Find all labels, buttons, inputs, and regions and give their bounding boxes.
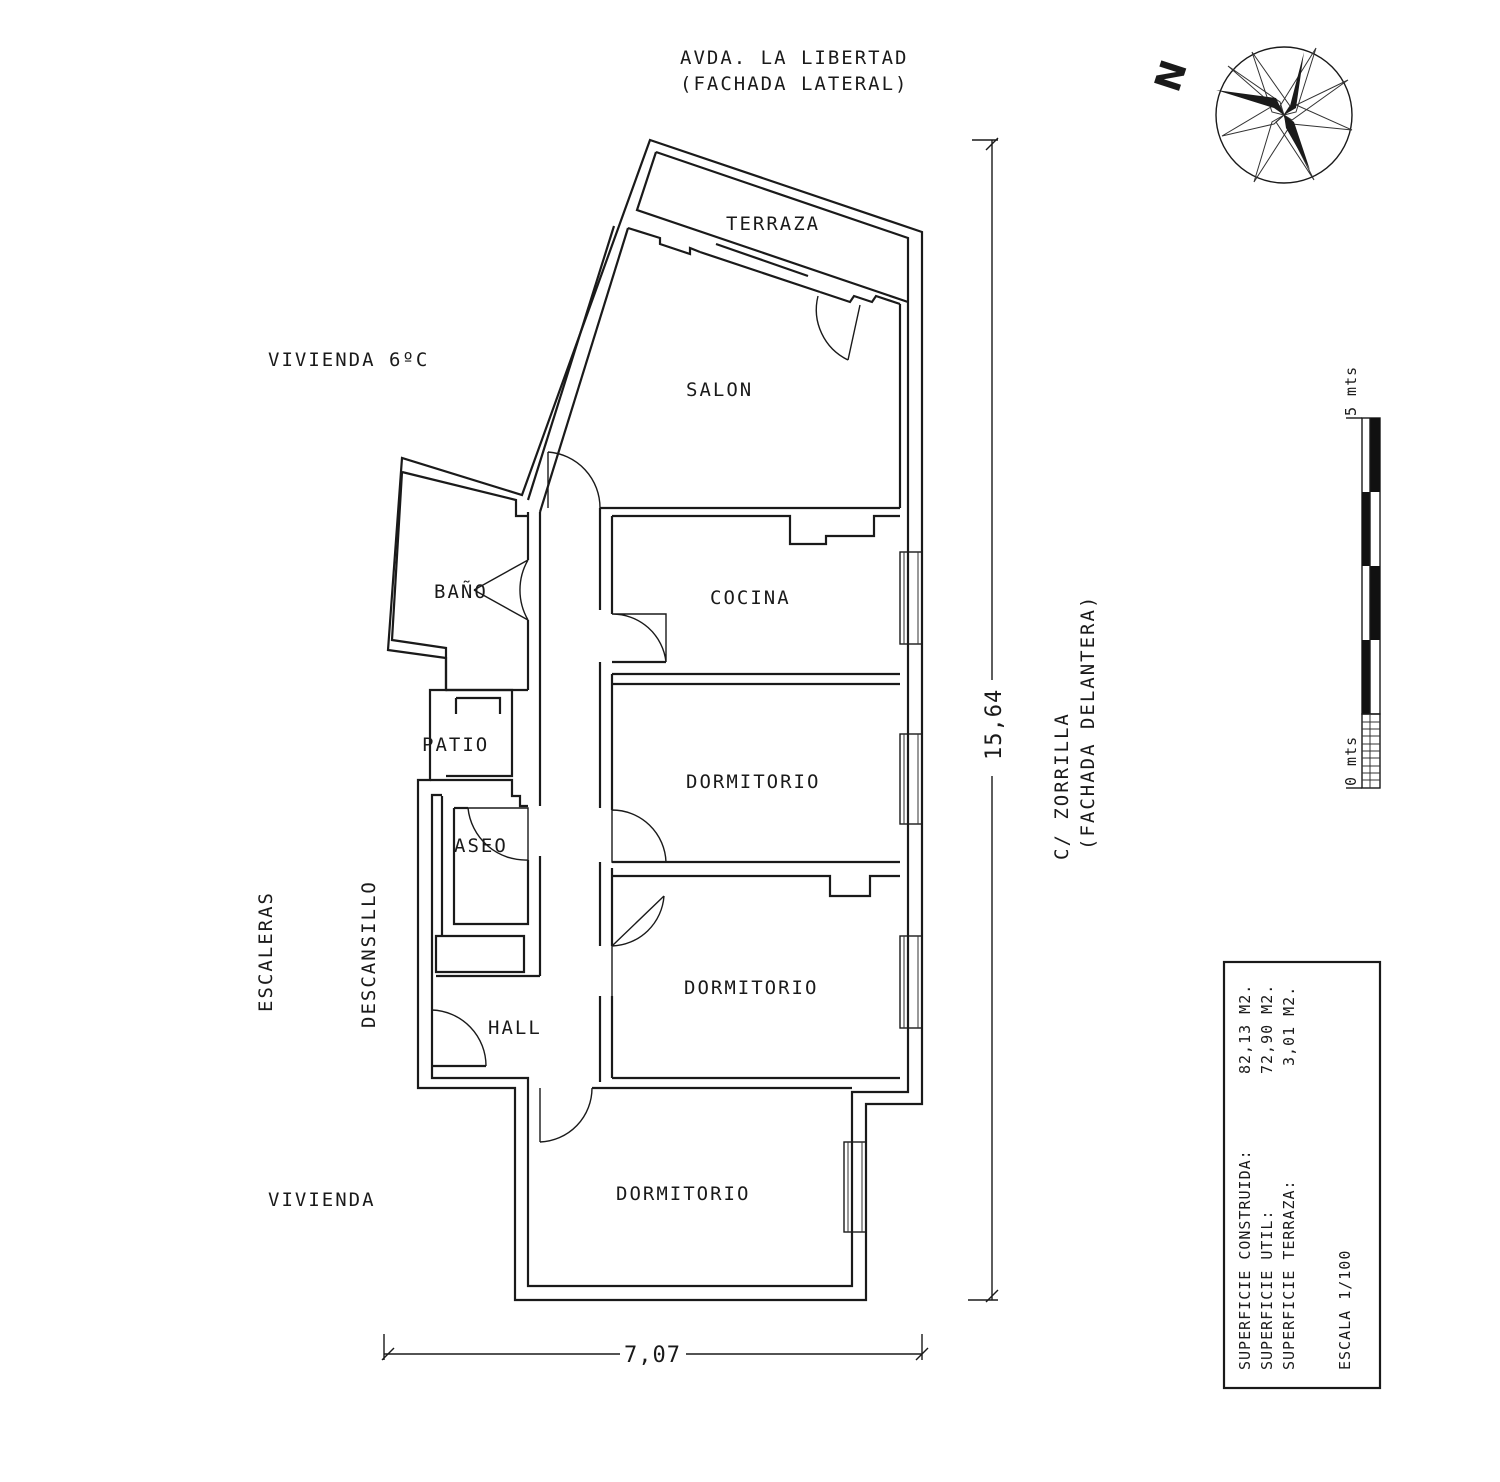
superficie-terraza-label: SUPERFICIE TERRAZA: (1280, 1179, 1298, 1370)
width-dimension-label: 7,07 (624, 1343, 681, 1368)
street-right-line2: (FACHADA DELANTERA) (1077, 595, 1099, 850)
windows (843, 551, 923, 1233)
room-terraza: TERRAZA (726, 213, 820, 235)
door-swings (431, 295, 861, 1143)
scale-bottom-label: 0 mts (1342, 736, 1360, 786)
scale-bar: 5 mts 0 mts (1342, 366, 1381, 789)
height-dimension: 15,64 (968, 137, 1007, 1303)
info-box: SUPERFICIE CONSTRUIDA: 82,13 M2. SUPERFI… (1222, 960, 1382, 1390)
superficie-terraza-value: 3,01 M2. (1280, 986, 1298, 1066)
room-cocina: COCINA (710, 587, 791, 609)
street-top-line2: (FACHADA LATERAL) (680, 73, 908, 95)
outer-walls (386, 138, 924, 1302)
room-hall: HALL (488, 1017, 542, 1039)
landing-label: DESCANSILLO (358, 880, 380, 1028)
superficie-util-label: SUPERFICIE UTIL: (1258, 1210, 1276, 1371)
room-dormitorio-2: DORMITORIO (684, 977, 818, 999)
room-patio: PATIO (422, 734, 489, 756)
height-dimension-label: 15,64 (982, 689, 1007, 760)
escala-label: ESCALA 1/100 (1336, 1250, 1354, 1370)
room-bano: BAÑO (434, 580, 488, 603)
scale-top-label: 5 mts (1342, 366, 1360, 416)
compass-rose-icon: N (1148, 46, 1353, 184)
superficie-util-value: 72,90 M2. (1258, 984, 1276, 1074)
interior-walls (390, 470, 900, 1090)
street-right-line1: C/ ZORRILLA (1051, 712, 1073, 860)
room-dormitorio-3: DORMITORIO (616, 1183, 750, 1205)
room-aseo: ASEO (454, 835, 508, 857)
room-labels: TERRAZA SALON BAÑO COCINA PATIO DORMITOR… (422, 213, 820, 1205)
stairs-label: ESCALERAS (255, 891, 277, 1012)
neighbor-upper-label: VIVIENDA 6ºC (268, 349, 429, 371)
neighbor-lower-label: VIVIENDA (268, 1189, 376, 1211)
superficie-construida-value: 82,13 M2. (1236, 984, 1254, 1074)
north-label: N (1148, 55, 1196, 96)
street-top-line1: AVDA. LA LIBERTAD (680, 47, 908, 69)
room-dormitorio-1: DORMITORIO (686, 771, 820, 793)
superficie-construida-label: SUPERFICIE CONSTRUIDA: (1236, 1149, 1254, 1370)
width-dimension: 7,07 (381, 1334, 929, 1368)
room-salon: SALON (686, 379, 753, 401)
